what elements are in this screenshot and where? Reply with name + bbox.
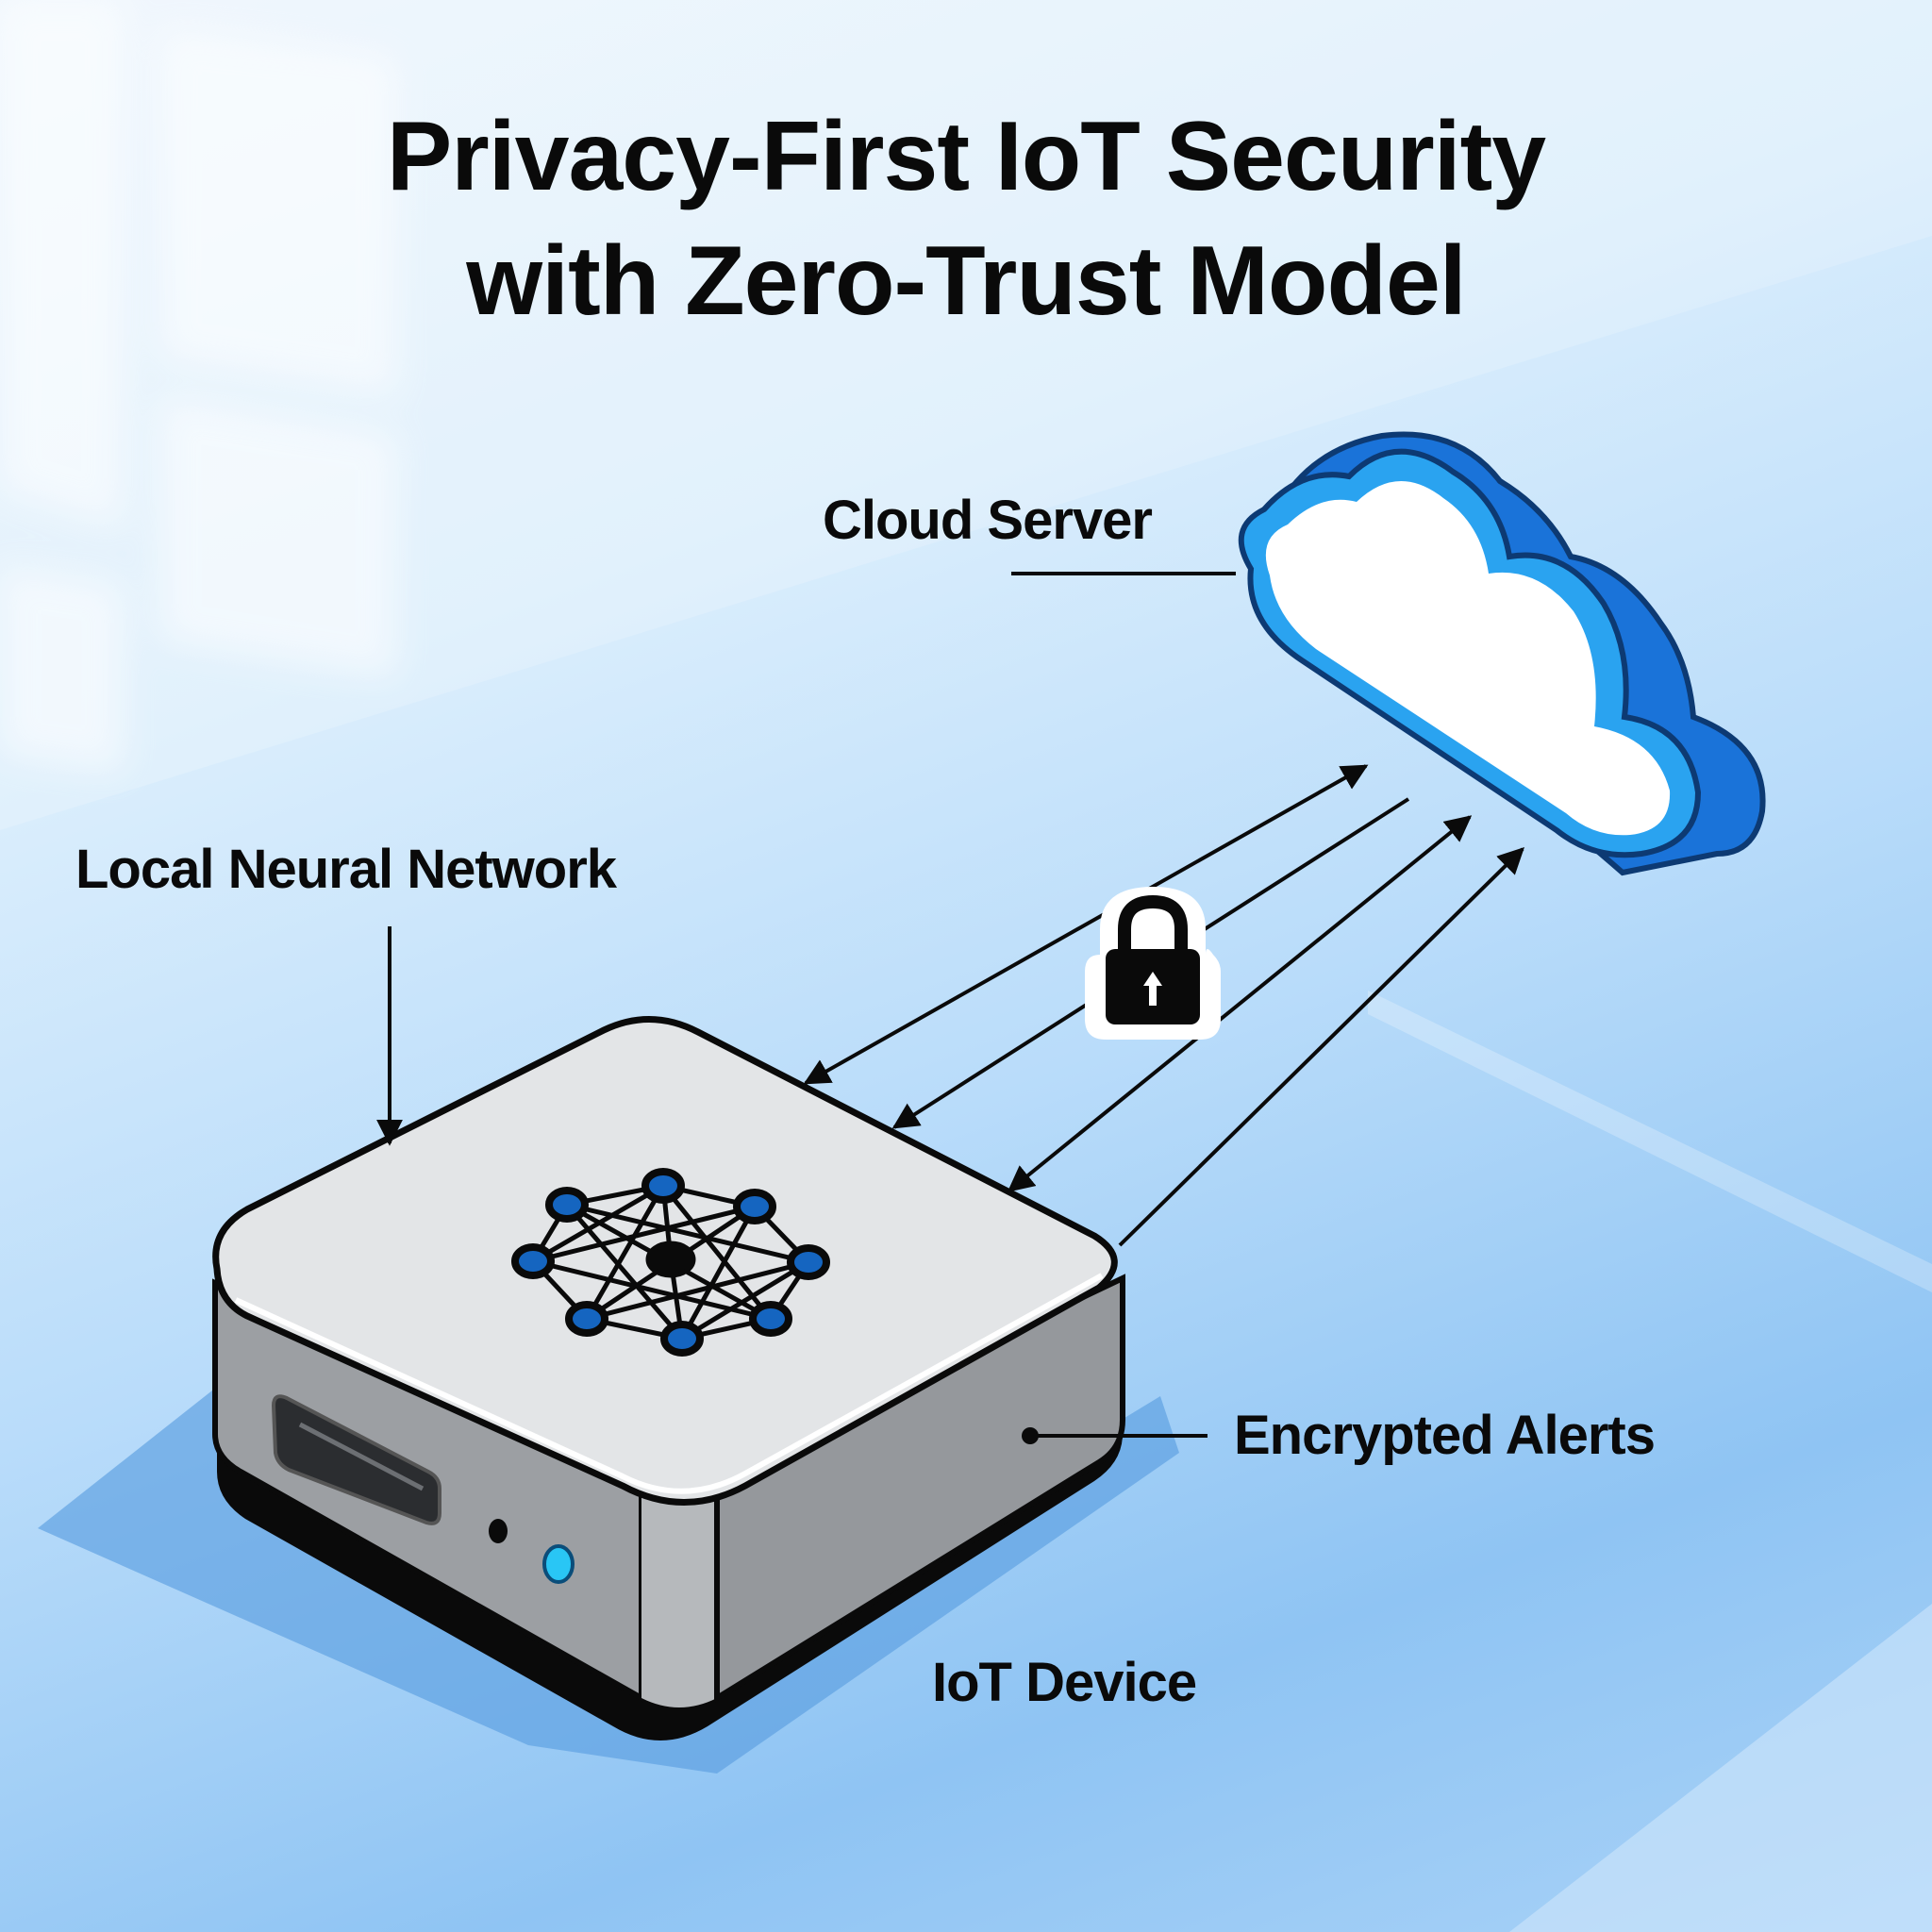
cloud-icon: [1238, 431, 1766, 876]
local-neural-network-label: Local Neural Network: [75, 839, 617, 900]
cloud-server-label: Cloud Server: [823, 490, 1153, 551]
device-button: [489, 1519, 508, 1543]
title-line-1: Privacy-First IoT Security: [386, 102, 1546, 211]
padlock-icon: [1085, 887, 1221, 1040]
title-line-2: with Zero-Trust Model: [466, 226, 1466, 336]
status-led: [542, 1544, 575, 1584]
encrypted-alerts-label: Encrypted Alerts: [1234, 1405, 1656, 1466]
neural-network-icon: [511, 1168, 830, 1357]
page-title: Privacy-First IoT Security with Zero-Tru…: [0, 94, 1932, 343]
iot-device-label: IoT Device: [932, 1652, 1197, 1713]
